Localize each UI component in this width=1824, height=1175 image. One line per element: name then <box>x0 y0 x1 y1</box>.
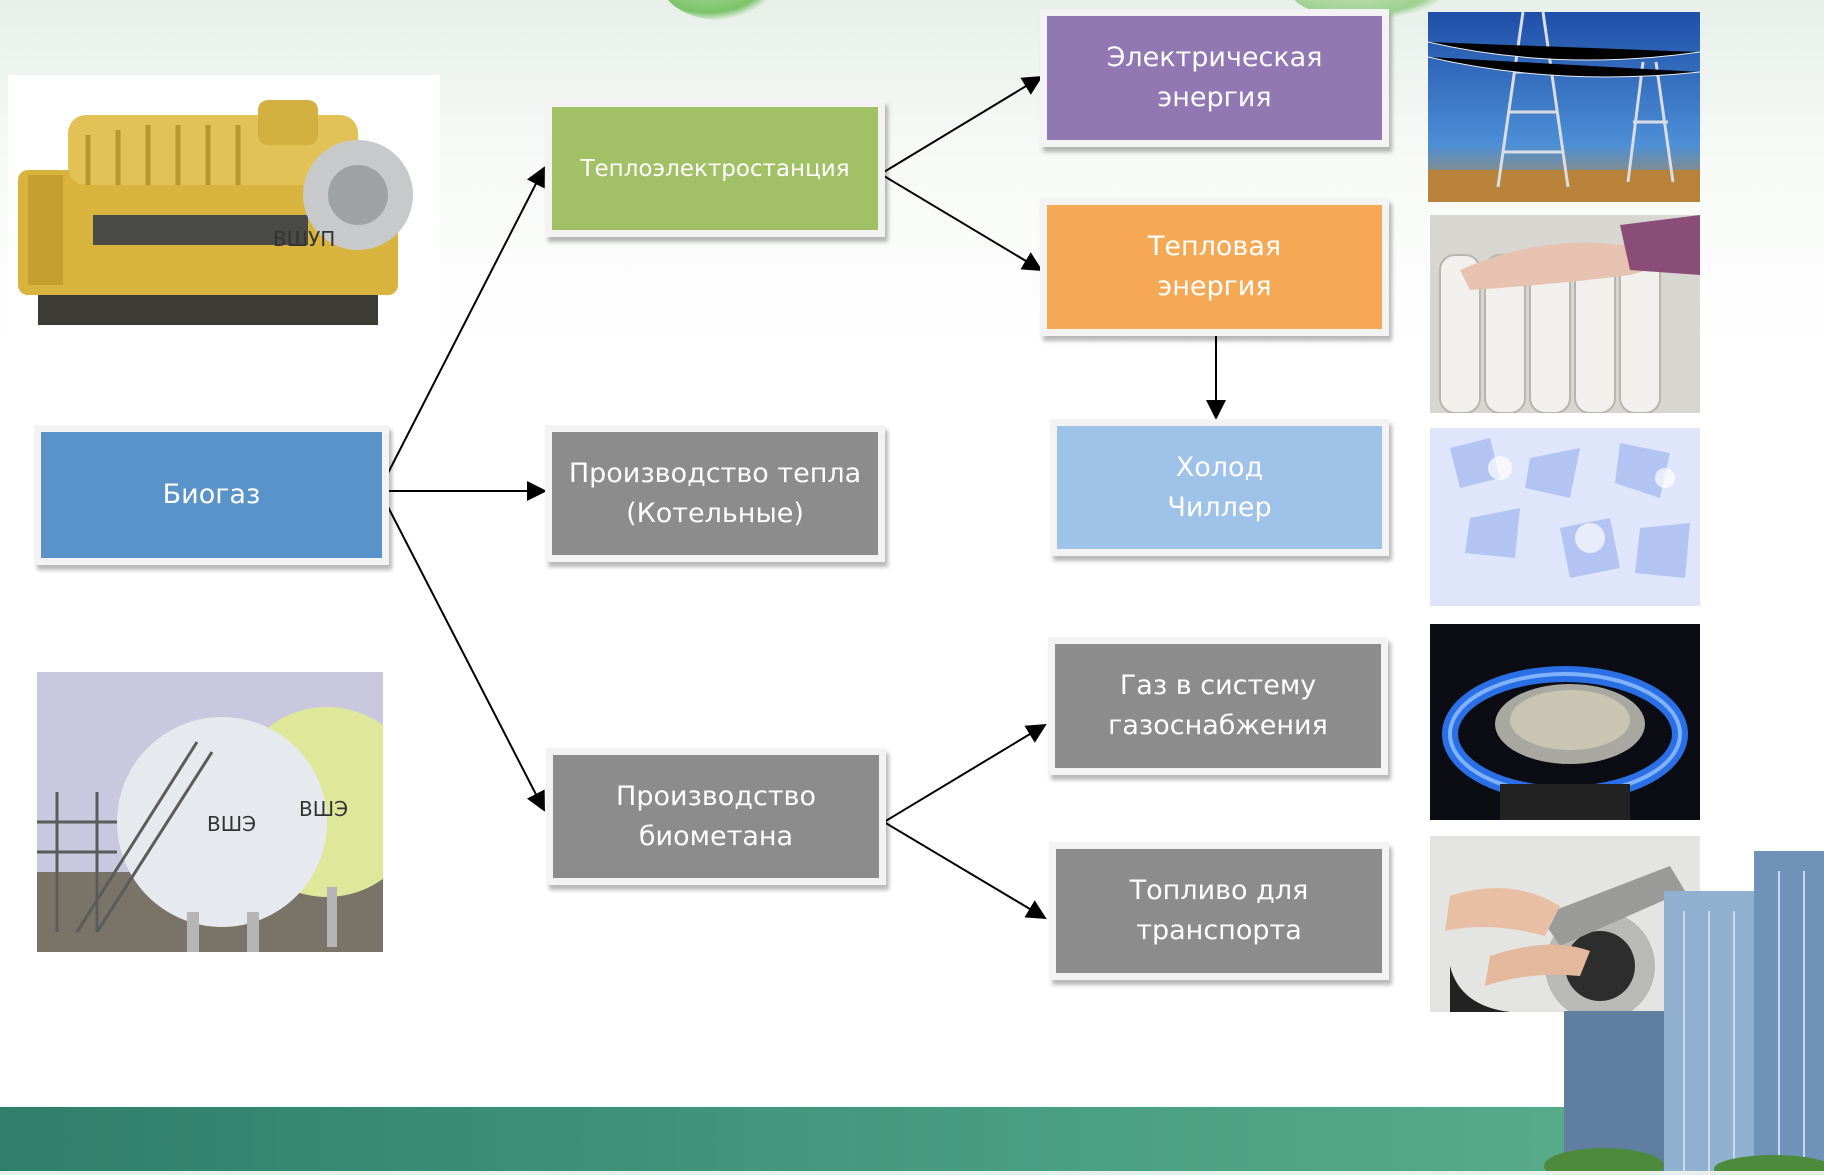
cold-chiller-label: Холод Чиллер <box>1167 451 1272 523</box>
biomethane-label: Производство биометана <box>616 780 816 852</box>
arrow-biogas-to-chp <box>385 166 545 478</box>
arrow-biogas-to-biomethane <box>385 502 545 812</box>
power-lines-photo <box>1428 12 1700 202</box>
gas-flame-photo <box>1430 624 1700 820</box>
boiler-box: Производство тепла (Котельные) <box>545 425 885 562</box>
transport-fuel-label: Топливо для транспорта <box>1129 875 1309 946</box>
heat-energy-box: Тепловая энергия <box>1040 198 1389 336</box>
boiler-label: Производство тепла (Котельные) <box>568 457 862 529</box>
arrow-chp-to-heat <box>883 175 1043 272</box>
heat-energy-label: Тепловая энергия <box>1147 231 1282 302</box>
fuel-nozzle-photo <box>1430 836 1700 1012</box>
biogas-label: Биогаз <box>162 479 261 510</box>
transport-fuel-box: Топливо для транспорта <box>1049 842 1389 980</box>
chp-label: Теплоэлектростанция <box>580 155 850 182</box>
gas-storage-tanks-photo: ВШЭ ВШЭ <box>37 672 383 952</box>
gas-engine-generator-photo: ВШУП <box>8 75 440 350</box>
biomethane-box: Производство биометана <box>546 748 886 885</box>
radiator-photo <box>1430 215 1700 413</box>
ice-photo <box>1430 428 1700 606</box>
engine-label: ВШУП <box>273 227 336 251</box>
electric-energy-label: Электрическая энергия <box>1106 42 1323 113</box>
gas-grid-label: Газ в систему газоснабжения <box>1108 670 1328 741</box>
cold-chiller-box: Холод Чиллер <box>1050 419 1389 556</box>
tank-label-1: ВШЭ <box>207 812 257 836</box>
bottom-green-band <box>0 1107 1824 1171</box>
arrow-chp-to-electric <box>883 75 1043 173</box>
skyscraper-photo <box>1524 851 1824 1175</box>
electric-energy-box: Электрическая энергия <box>1040 9 1389 147</box>
chp-box: Теплоэлектростанция <box>545 100 885 237</box>
arrow-biomethane-to-fuel <box>883 821 1047 920</box>
gas-grid-box: Газ в систему газоснабжения <box>1048 637 1388 775</box>
tank-label-2: ВШЭ <box>299 797 349 821</box>
arrow-biomethane-to-gas <box>883 723 1047 823</box>
biogas-box: Биогаз <box>34 425 389 565</box>
